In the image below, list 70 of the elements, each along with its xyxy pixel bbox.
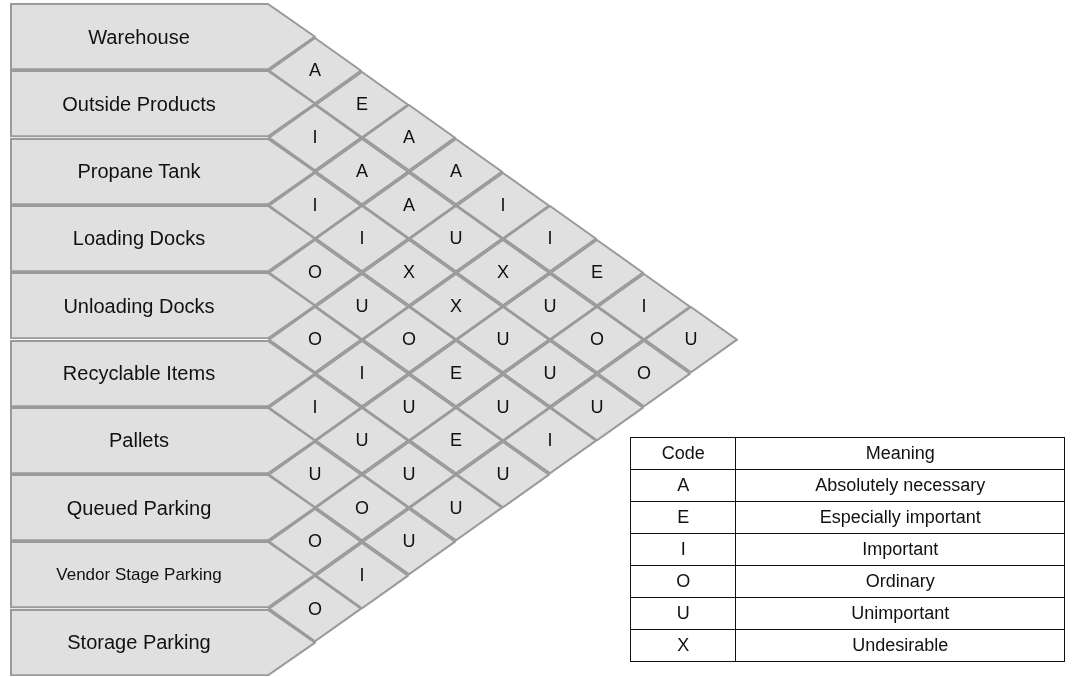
meaning-cell: Ordinary <box>735 565 1065 598</box>
relationship-code: X <box>402 261 416 285</box>
department-label: Outside Products <box>61 91 217 117</box>
relationship-code: O <box>307 261 323 285</box>
relationship-code: U <box>495 462 511 486</box>
meaning-cell: Unimportant <box>735 597 1065 630</box>
department-label: Pallets <box>108 428 170 454</box>
relationship-code: U <box>354 294 370 318</box>
relationship-code: U <box>448 227 464 251</box>
column-header: Meaning <box>735 437 1065 470</box>
department-label: Propane Tank <box>76 159 202 185</box>
relationship-code: X <box>449 294 463 318</box>
meaning-cell: Important <box>735 533 1065 566</box>
code-cell: A <box>630 469 736 502</box>
relationship-code: U <box>542 362 558 385</box>
relationship-code: U <box>401 395 417 419</box>
code-cell: U <box>630 597 736 630</box>
relationship-code: U <box>589 395 605 419</box>
relationship-code: U <box>354 429 370 453</box>
relationship-code: A <box>402 126 416 150</box>
relationship-code: O <box>354 496 370 520</box>
relationship-code: I <box>311 193 319 217</box>
relationship-code: U <box>542 294 558 318</box>
column-header: Code <box>630 437 736 470</box>
relationship-code: O <box>636 362 652 385</box>
relationship-code: A <box>449 160 463 184</box>
relationship-code: U <box>495 328 511 352</box>
relationship-code: U <box>307 462 323 486</box>
relationship-code: U <box>448 496 464 520</box>
relationship-code: O <box>307 530 323 554</box>
relationship-code: U <box>495 395 511 419</box>
code-cell: I <box>630 533 736 566</box>
relationship-code: O <box>307 328 323 352</box>
relationship-code: A <box>308 59 322 83</box>
department-label: Vendor Stage Parking <box>55 563 223 586</box>
relationship-code: I <box>499 193 507 217</box>
meaning-cell: Especially important <box>735 501 1065 534</box>
department-label: Warehouse <box>87 24 191 50</box>
relationship-code: I <box>311 126 319 150</box>
code-cell: X <box>630 629 736 662</box>
meaning-cell: Undesirable <box>735 629 1065 662</box>
meaning-cell: Absolutely necessary <box>735 469 1065 502</box>
code-cell: O <box>630 565 736 598</box>
relationship-code: X <box>496 261 510 285</box>
relationship-code: I <box>546 227 554 251</box>
relationship-code: E <box>355 92 369 116</box>
relationship-code: I <box>358 563 366 587</box>
department-label: Storage Parking <box>66 630 212 656</box>
relationship-code: I <box>640 294 648 318</box>
department-label: Queued Parking <box>65 495 213 521</box>
department-label: Recyclable Items <box>61 361 217 386</box>
relationship-code: U <box>401 530 417 554</box>
relationship-code: A <box>355 160 369 184</box>
relationship-code: I <box>311 395 319 419</box>
relationship-code: O <box>589 328 605 352</box>
relationship-code: A <box>402 193 416 217</box>
relationship-code: E <box>590 261 604 285</box>
relationship-code: O <box>307 597 323 621</box>
relationship-code: E <box>449 429 463 453</box>
relationship-code: O <box>401 328 417 352</box>
department-label: Unloading Docks <box>62 293 216 319</box>
relationship-code: I <box>358 362 366 385</box>
code-cell: E <box>630 501 736 534</box>
relationship-code: U <box>401 462 417 486</box>
relationship-code: E <box>449 362 463 385</box>
relationship-code: I <box>546 429 554 453</box>
department-label: Loading Docks <box>71 226 207 252</box>
relationship-code: I <box>358 227 366 251</box>
relationship-diamond <box>268 575 362 643</box>
relationship-code: U <box>683 328 699 352</box>
